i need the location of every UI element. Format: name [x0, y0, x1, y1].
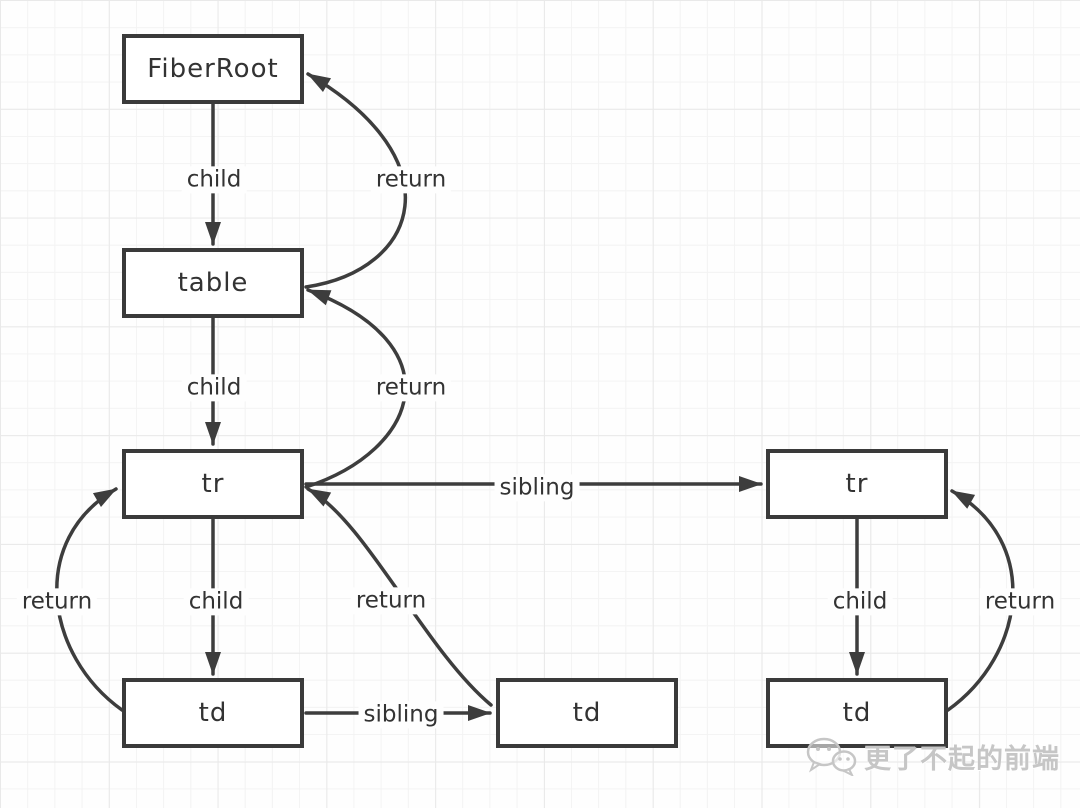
- watermark-text: 更了不起的前端: [864, 743, 1060, 775]
- edge-label-child-trright-tdright: child: [827, 588, 893, 616]
- edge-label-return-table-fiberroot: return: [370, 166, 452, 194]
- node-tr-left: tr: [122, 449, 304, 519]
- edge-label-child-fiberroot-table: child: [181, 166, 247, 194]
- wechat-icon: [806, 737, 857, 776]
- node-td-middle: td: [496, 678, 678, 748]
- edge-label-return-tdmiddle-trleft: return: [350, 587, 432, 615]
- node-tr-right: tr: [766, 449, 948, 519]
- node-tr-right-label: tr: [845, 469, 869, 499]
- node-td-right-label: td: [842, 698, 872, 728]
- edge-label-sibling-tdleft-tdmiddle: sibling: [358, 701, 444, 729]
- edge-label-child-trleft-tdleft: child: [183, 588, 249, 616]
- edge-label-return-tdleft-trleft: return: [16, 588, 98, 616]
- node-td-right: td: [766, 678, 948, 748]
- node-td-middle-label: td: [572, 698, 602, 728]
- edge-return-table-fiberroot: [304, 72, 408, 289]
- node-table-label: table: [177, 268, 249, 298]
- edge-label-sibling-tr-tr: sibling: [494, 474, 580, 502]
- node-fiberroot: FiberRoot: [122, 34, 304, 104]
- node-fiberroot-label: FiberRoot: [147, 54, 279, 84]
- edge-label-return-tr-table: return: [370, 374, 452, 402]
- node-tr-left-label: tr: [201, 469, 225, 499]
- node-td-left: td: [122, 678, 304, 748]
- watermark: 更了不起的前端: [804, 736, 1060, 776]
- node-table: table: [122, 248, 304, 318]
- edge-label-child-table-tr: child: [181, 374, 247, 402]
- node-td-left-label: td: [198, 698, 228, 728]
- edge-label-return-tdright-trright: return: [979, 588, 1061, 616]
